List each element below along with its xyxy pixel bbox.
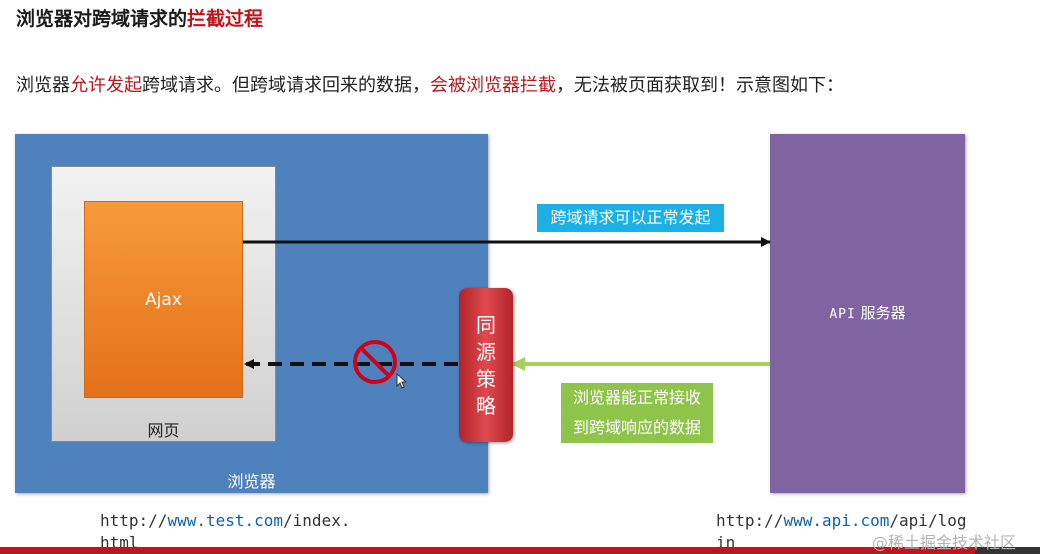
server-label-api: API (829, 307, 856, 322)
ajax-label: Ajax (145, 290, 182, 310)
browser-label: 浏览器 (227, 472, 276, 491)
response-caption: 浏览器能正常接收 到跨域响应的数据 (561, 383, 713, 443)
no-entry-icon (353, 340, 397, 384)
page-title: 浏览器对跨域请求的拦截过程 (16, 4, 263, 31)
response-caption-line-2: 到跨域响应的数据 (572, 418, 701, 437)
server-label-cn: 服务器 (860, 304, 906, 322)
watermark: @稀土掘金技术社区 (872, 533, 1017, 552)
title-highlight: 拦截过程 (187, 8, 264, 30)
test-url-path: /index. (283, 511, 351, 530)
api-url: http://www.api.com/api/log in (716, 510, 966, 554)
bottom-dark-bar (975, 547, 1040, 554)
webpage-label: 网页 (147, 421, 180, 440)
response-caption-line-1: 浏览器能正常接收 (572, 388, 701, 407)
intro-paragraph: 浏览器允许发起跨域请求。但跨域请求回来的数据，会被浏览器拦截，无法被页面获取到！… (16, 71, 844, 97)
test-url-host[interactable]: www.test.com (167, 511, 284, 530)
mouse-cursor-icon (396, 372, 408, 389)
intro-text-3: ，无法被页面获取到！示意图如下： (556, 75, 844, 96)
policy-char-1: 同 (476, 313, 496, 337)
api-url-prefix: http:// (716, 511, 784, 530)
policy-char-2: 源 (476, 340, 496, 364)
api-url-path: /api/log (889, 511, 967, 530)
same-origin-policy-box (459, 288, 513, 442)
intro-highlight-block: 会被浏览器拦截 (430, 75, 556, 96)
request-caption: 跨域请求可以正常发起 (537, 204, 724, 232)
policy-char-4: 略 (476, 394, 496, 418)
api-url-host[interactable]: www.api.com (783, 511, 890, 530)
intro-text-1: 浏览器 (16, 75, 70, 96)
server-label: API 服务器 (770, 302, 965, 323)
server-box (770, 134, 965, 493)
intro-text-2: 跨域请求。但跨域请求回来的数据， (142, 75, 430, 96)
test-url-prefix: http:// (100, 511, 168, 530)
intro-highlight-allow: 允许发起 (70, 75, 142, 96)
title-text: 浏览器对跨域请求的 (16, 8, 188, 30)
policy-char-3: 策 (476, 367, 496, 391)
same-origin-policy-label: 同 源 策 略 (459, 312, 513, 420)
bottom-accent-bar (0, 547, 975, 554)
ajax-box (84, 201, 243, 398)
